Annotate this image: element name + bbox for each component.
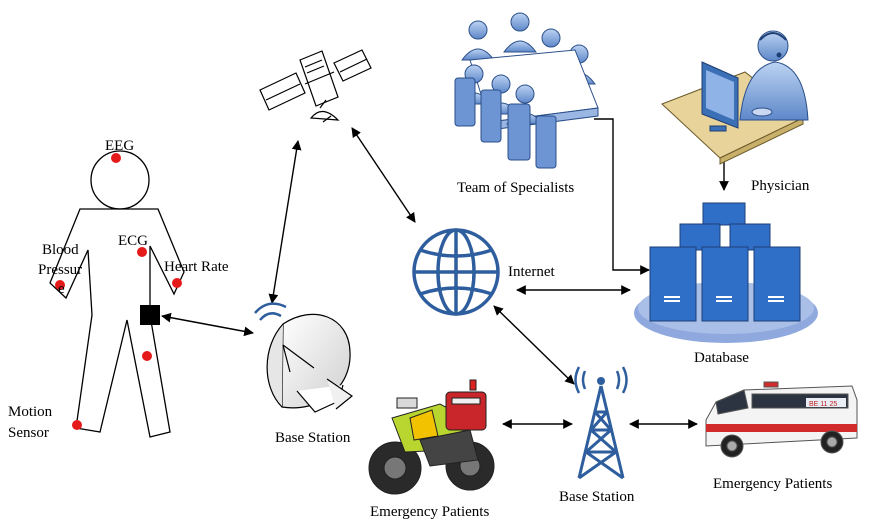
team-of-specialists-icon — [454, 12, 599, 169]
blood-pressure-label-2: Pressur — [38, 262, 82, 278]
database-label: Database — [694, 350, 749, 366]
database-icon — [634, 202, 818, 343]
blood-pressure-label-1: Blood — [42, 242, 79, 258]
human-body-figure — [49, 150, 185, 438]
eeg-label: EEG — [105, 138, 134, 154]
motion-sensor-label-2: Sensor — [8, 425, 49, 441]
base-station-tower-label: Base Station — [559, 489, 635, 505]
body-sensors — [55, 153, 182, 430]
team-of-specialists-label: Team of Specialists — [457, 180, 574, 196]
eeg-sensor-dot — [111, 153, 121, 163]
base-station-tower-icon — [574, 366, 628, 480]
emergency-patients-motorbike-label: Emergency Patients — [370, 504, 489, 520]
emergency-patients-ambulance-label: Emergency Patients — [713, 476, 832, 492]
connection-arrows — [161, 118, 729, 429]
abdomen-sensor-dot — [142, 351, 152, 361]
heart-rate-label: Heart Rate — [164, 259, 229, 275]
arrow-body-to-dish — [161, 312, 254, 337]
blood-pressure-sensor-dot — [55, 280, 65, 290]
blood-pressure-label-3: e — [58, 281, 65, 297]
heart-rate-sensor-dot — [172, 278, 182, 288]
ecg-label: ECG — [118, 233, 148, 249]
arrow-specialists-to-database — [594, 118, 650, 275]
base-station-dish-label: Base Station — [275, 430, 351, 446]
arrow-dish-to-satellite — [268, 140, 302, 304]
internet-label: Internet — [508, 264, 555, 280]
physician-label: Physician — [751, 178, 810, 194]
ecg-sensor-dot — [137, 247, 147, 257]
ambulance-van-icon: BE 11 25 — [705, 381, 858, 458]
body-gateway-node — [140, 305, 160, 325]
motion-sensor-label-1: Motion — [8, 404, 53, 420]
arrow-internet-to-tower — [493, 305, 575, 385]
physician-icon — [661, 30, 809, 165]
ambulance-plate-text: BE 11 25 — [809, 401, 837, 408]
arrow-satellite-to-internet — [351, 127, 416, 223]
satellite-icon — [259, 49, 372, 123]
base-station-dish-icon — [254, 302, 354, 413]
motion-sensor-dot — [72, 420, 82, 430]
internet-globe-icon — [412, 228, 500, 316]
ambulance-motorbike-icon — [368, 379, 495, 495]
